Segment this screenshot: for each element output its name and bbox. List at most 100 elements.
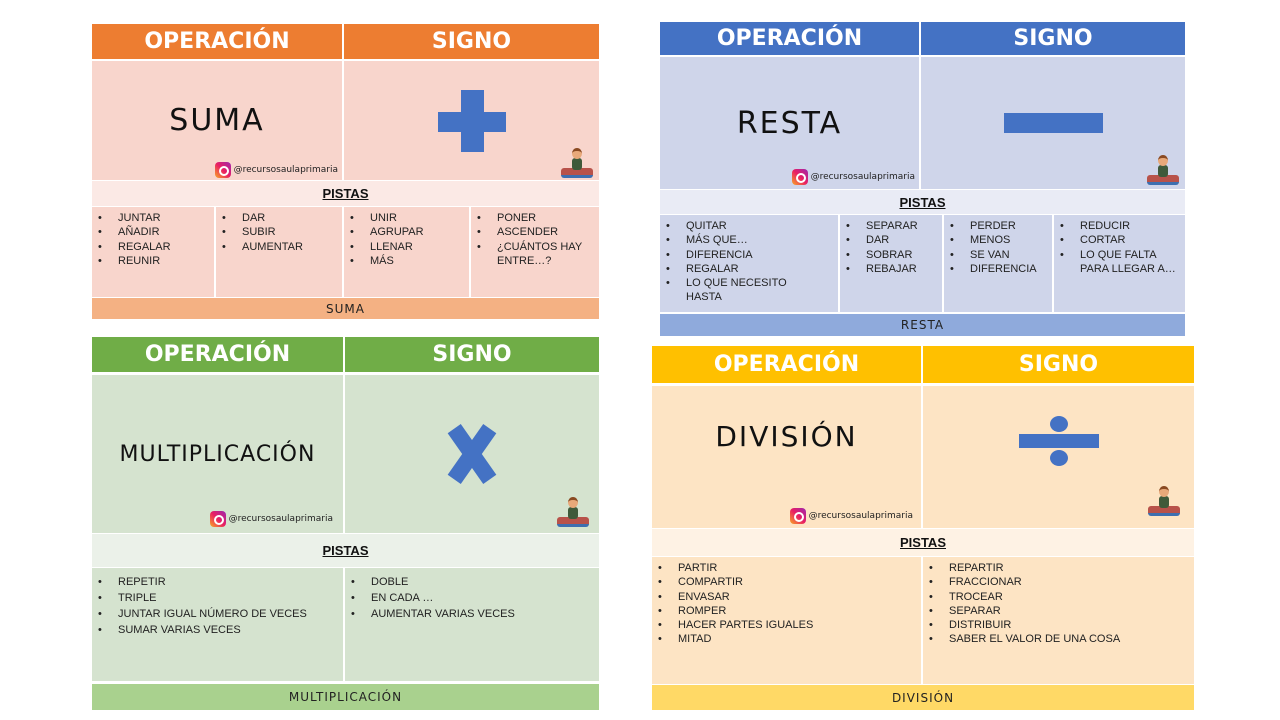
sign-header: SIGNO [1013,26,1093,51]
clue-item: ENVASAR [656,590,917,605]
clue-item: PERDER [948,219,1048,234]
clue-item: HASTA [686,291,722,304]
card-header: OPERACIÓN SIGNO [660,22,1185,55]
instagram-icon [789,508,806,524]
clue-item: DISTRIBUIR [927,618,1190,633]
clue-item: FRACCIONAR [927,575,1190,590]
sign-header: SIGNO [432,342,512,367]
clues-list: QUITAR MÁS QUE… DIFERENCIA REGALAR LO QU… [660,215,1185,312]
instagram-handle: @recursosaulaprimaria [808,511,913,521]
clues-list: PARTIR COMPARTIR ENVASAR ROMPER HACER PA… [652,557,1194,684]
clue-item: ROMPER [656,604,917,619]
multiplicacion-card: OPERACIÓN SIGNO MULTIPLICACIÓN @recursos… [92,337,599,710]
division-card: OPERACIÓN SIGNO DIVISIÓN @recursosaulapr… [652,346,1194,710]
clue-item: PARTIR [656,561,917,576]
clue-item: REPARTIR [927,561,1190,576]
clue-item: LLENAR [348,240,465,255]
operation-name: MULTIPLICACIÓN [119,441,316,467]
clue-item: JUNTAR [96,211,210,226]
clue-item: REPETIR [96,574,339,590]
instagram-handle: @recursosaulaprimaria [228,514,333,524]
card-main: DIVISIÓN @recursosaulaprimaria [652,386,1194,528]
avatar-reading-icon [561,144,593,178]
card-header: OPERACIÓN SIGNO [92,337,599,372]
card-footer: MULTIPLICACIÓN [92,684,599,710]
card-footer: DIVISIÓN [652,685,1194,710]
clues-list: REPETIR TRIPLE JUNTAR IGUAL NÚMERO DE VE… [92,568,599,681]
operation-name: SUMA [169,103,265,138]
clue-item: LO QUE FALTA [1058,248,1181,263]
instagram-handle: @recursosaulaprimaria [233,165,338,175]
clues-title: PISTAS [660,190,1185,214]
clue-item: MITAD [656,632,917,647]
clue-item: MÁS [348,254,465,269]
clue-item: TRIPLE [96,590,339,606]
minus-sign-icon [1003,113,1103,133]
operation-header: OPERACIÓN [92,24,344,59]
clues-title: PISTAS [92,534,599,567]
division-sign-icon [1018,416,1099,466]
clue-item: DIFERENCIA [664,248,834,263]
clue-item: REBAJAR [844,262,938,277]
clue-item: DIFERENCIA [948,262,1048,277]
clue-item: DAR [844,233,938,248]
clue-item: HACER PARTES IGUALES [656,618,917,633]
card-main: SUMA @recursosaulaprimaria [92,61,599,180]
clue-item: AÑADIR [96,225,210,240]
clue-item: ASCENDER [475,225,595,240]
card-header: OPERACIÓN SIGNO [652,346,1194,383]
clue-item: ¿CUÁNTOS HAY [475,240,595,255]
instagram-credit: @recursosaulaprimaria [209,511,333,527]
plus-sign-icon [437,89,506,152]
clue-item: SOBRAR [844,248,938,263]
operation-name: DIVISIÓN [715,420,858,453]
clue-item: UNIR [348,211,465,226]
instagram-icon [791,169,808,185]
times-sign-icon [449,427,495,481]
instagram-credit: @recursosaulaprimaria [789,508,913,524]
clue-item: AUMENTAR [220,240,338,255]
clue-item: REDUCIR [1058,219,1181,234]
clue-item: SE VAN [948,248,1048,263]
clue-item: PARA LLEGAR A… [1080,262,1176,275]
instagram-icon [209,511,226,527]
clue-item: MÁS QUE… [664,233,834,248]
clue-item: EN CADA … [349,590,595,606]
sign-header: SIGNO [431,29,512,54]
suma-card: OPERACIÓN SIGNO SUMA @recursosaulaprimar… [92,24,599,319]
clue-item: DOBLE [349,574,595,590]
clue-item: TROCEAR [927,590,1190,605]
clue-item: JUNTAR IGUAL NÚMERO DE VECES [96,606,339,622]
clues-title: PISTAS [652,529,1194,556]
clue-item: AUMENTAR VARIAS VECES [349,606,595,622]
clue-item: SUMAR VARIAS VECES [96,622,339,638]
clue-item: CORTAR [1058,233,1181,248]
clue-item: QUITAR [664,219,834,234]
clues-list: JUNTAR AÑADIR REGALAR REUNIR DAR SUBIR A… [92,207,599,297]
sign-header: SIGNO [1018,352,1099,377]
instagram-credit: @recursosaulaprimaria [791,169,915,185]
clue-item: SEPARAR [844,219,938,234]
operation-header: OPERACIÓN [92,337,345,372]
avatar-reading-icon [557,493,589,527]
avatar-reading-icon [1147,151,1179,185]
clue-item: DAR [220,211,338,226]
clue-item: LO QUE NECESITO [664,276,834,291]
clue-item: SEPARAR [927,604,1190,619]
clue-item: REUNIR [96,254,210,269]
clue-item: ENTRE…? [497,254,552,267]
card-footer: SUMA [92,298,599,319]
clue-item: COMPARTIR [656,575,917,590]
avatar-reading-icon [1148,482,1180,516]
card-header: OPERACIÓN SIGNO [92,24,599,59]
instagram-credit: @recursosaulaprimaria [214,162,338,178]
clue-item: AGRUPAR [348,225,465,240]
clue-item: SABER EL VALOR DE UNA COSA [927,632,1190,647]
clue-item: PONER [475,211,595,226]
operation-header: OPERACIÓN [660,22,921,55]
instagram-icon [214,162,231,178]
clues-title: PISTAS [92,181,599,206]
clue-item: MENOS [948,233,1048,248]
resta-card: OPERACIÓN SIGNO RESTA @recursosaulaprima… [660,22,1185,336]
card-main: RESTA @recursosaulaprimaria [660,57,1185,189]
